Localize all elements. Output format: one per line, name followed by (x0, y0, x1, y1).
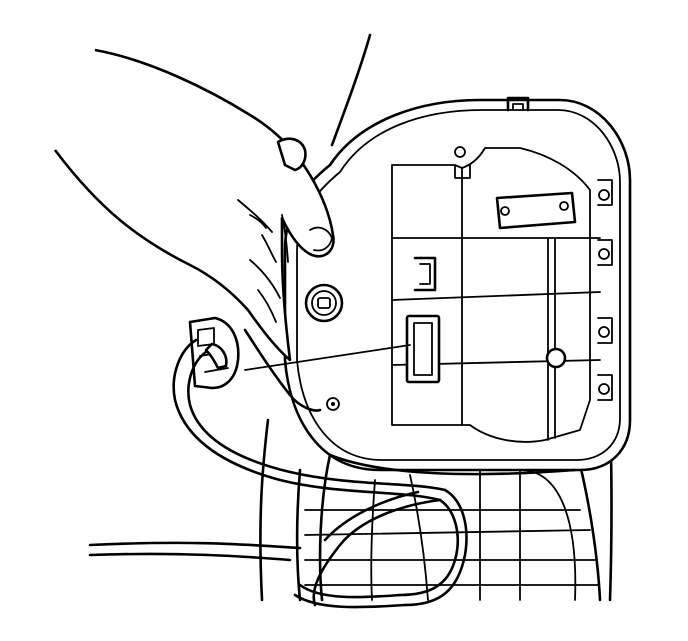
grid-fastener (545, 347, 567, 369)
housing-knob (304, 283, 344, 323)
connector-socket (405, 314, 441, 384)
housing-screw (326, 397, 340, 411)
harness-wires (172, 338, 468, 609)
mounting-tabs-right (597, 179, 613, 401)
hand (53, 48, 335, 412)
callout-line (244, 344, 411, 371)
harness-connector (188, 316, 240, 390)
housing-base-edge (328, 453, 577, 476)
strap-line-top (330, 33, 372, 147)
harness-line-lower-2 (88, 552, 292, 562)
bracket-clip (413, 256, 437, 292)
harness-line-lower (88, 541, 302, 550)
label-plate (495, 191, 577, 230)
module-housing (283, 96, 632, 472)
